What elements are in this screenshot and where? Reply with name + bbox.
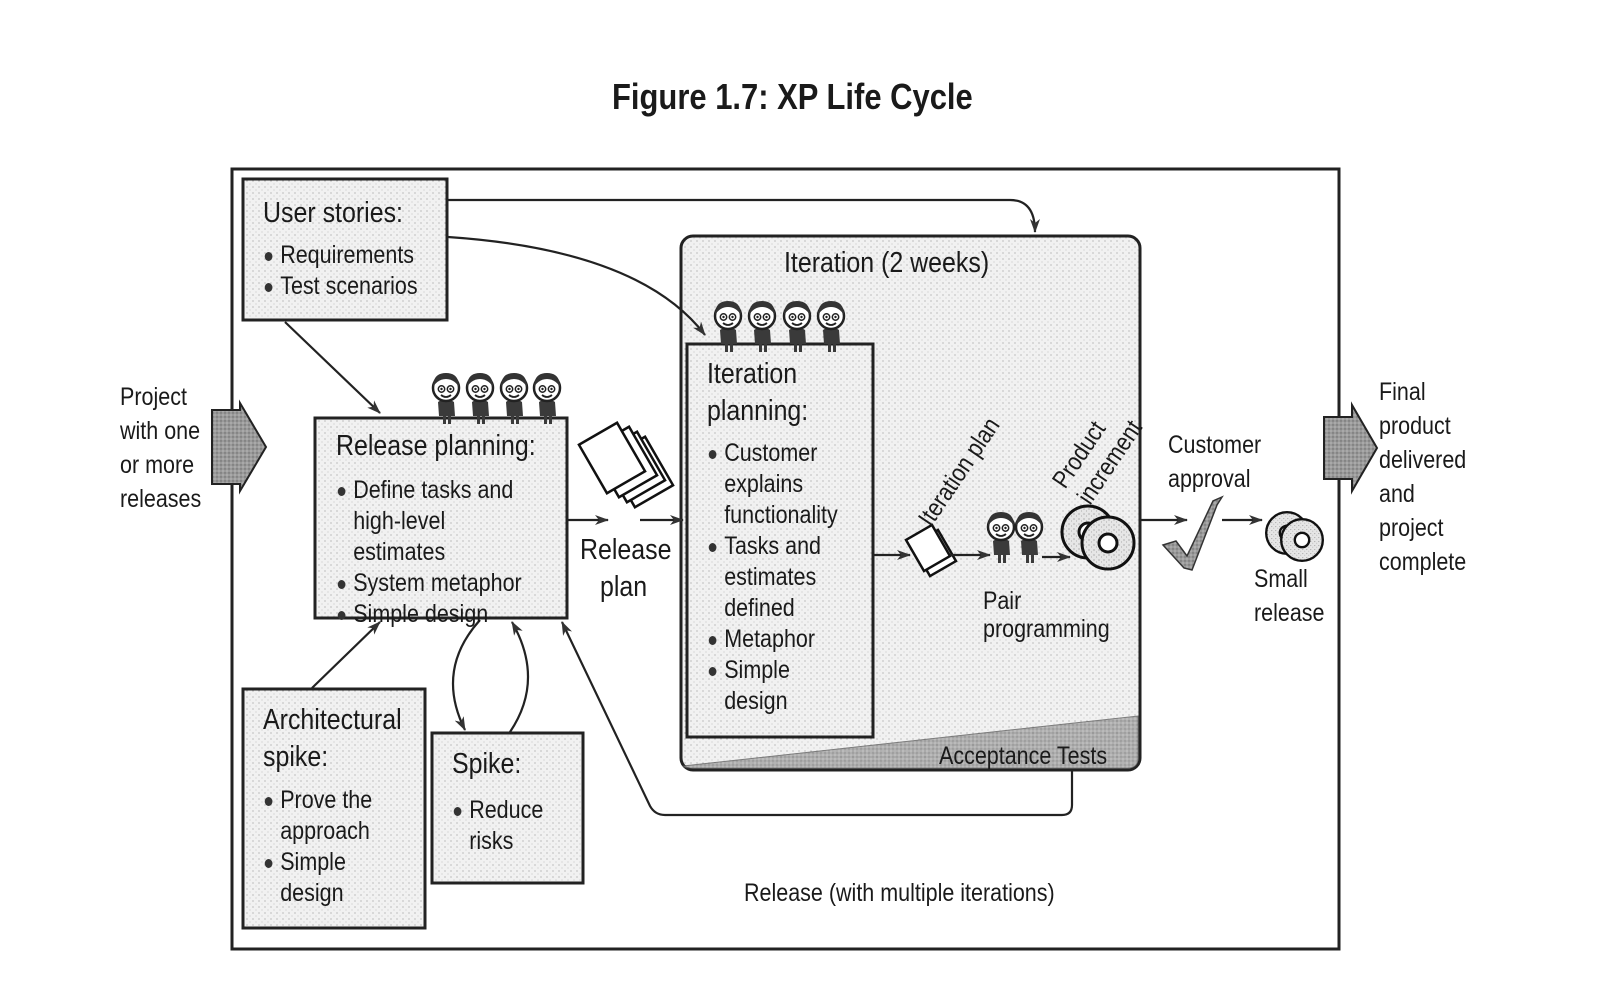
iteration-plan-documents-icon	[904, 523, 958, 578]
approval-checkmark-icon	[1161, 495, 1224, 571]
architectural-spike-heading-line2: spike:	[263, 741, 329, 773]
customer-approval-label-line1: Customer	[1168, 431, 1262, 459]
customer-approval-label-line2: approval	[1168, 465, 1251, 493]
release-planning-heading: Release planning:	[336, 430, 536, 462]
arrow-releaseplanning-to-spike	[451, 619, 481, 731]
small-release-label-line1: Small	[1254, 565, 1308, 593]
release-planning-box	[313, 416, 569, 620]
input-arrow-icon	[211, 399, 268, 495]
list-item: Requirements	[263, 240, 418, 271]
figure-title: Figure 1.7: XP Life Cycle	[612, 76, 973, 117]
list-item: Prove the approach	[263, 785, 383, 847]
pair-programming-label-line1: Pair	[983, 587, 1022, 615]
input-label: Project with one or more releases	[120, 383, 202, 513]
iteration-title: Iteration (2 weeks)	[784, 247, 990, 279]
list-item: Simple design	[336, 599, 542, 630]
list-item: Define tasks and high-level estimates	[336, 475, 542, 568]
list-item: Reduce risks	[452, 795, 547, 857]
iteration-planning-box	[685, 342, 875, 739]
output-label: Final product delivered and project comp…	[1379, 378, 1467, 576]
small-release-label-line2: release	[1254, 599, 1325, 627]
release-plan-label-line1: Release	[580, 534, 672, 566]
acceptance-tests-band	[682, 715, 1139, 769]
list-item: Test scenarios	[263, 271, 418, 302]
architectural-spike-box	[241, 687, 427, 930]
list-item: Customer explains functionality	[707, 438, 838, 531]
arrow-userstories-to-iteration	[448, 198, 1040, 233]
spike-heading: Spike:	[452, 748, 522, 780]
user-stories-list: Requirements Test scenarios	[263, 240, 418, 302]
iteration-planning-list: Customer explains functionality Tasks an…	[707, 438, 838, 717]
release-planning-list: Define tasks and high-level estimates Sy…	[336, 475, 542, 630]
arrow-userstories-to-releaseplanning	[284, 321, 381, 414]
spike-list: Reduce risks	[452, 795, 547, 857]
pair-programming-label-line2: programming	[983, 615, 1110, 643]
arrow-userstories-to-iterationplanning	[447, 235, 706, 336]
architectural-spike-heading-line1: Architectural	[263, 704, 402, 736]
output-arrow-icon	[1323, 401, 1379, 495]
list-item: Simple design	[707, 655, 836, 717]
list-item: Tasks and estimates defined	[707, 531, 836, 624]
list-item: System metaphor	[336, 568, 542, 599]
user-stories-box	[241, 177, 449, 322]
arrow-archspike-to-releaseplanning	[311, 621, 381, 689]
architectural-spike-list: Prove the approach Simple design	[263, 785, 383, 909]
release-plan-label-line2: plan	[600, 571, 648, 603]
release-container-label: Release (with multiple iterations)	[744, 879, 1055, 907]
user-stories-heading: User stories:	[263, 197, 403, 229]
list-item: Metaphor	[707, 624, 836, 655]
list-item: Simple design	[263, 847, 383, 909]
iteration-planning-heading-line2: planning:	[707, 395, 809, 427]
iteration-planning-heading-line1: Iteration	[707, 358, 798, 390]
acceptance-tests-label: Acceptance Tests	[939, 742, 1108, 770]
arrow-acceptance-feedback	[561, 621, 1074, 817]
arrow-spike-to-releaseplanning	[509, 621, 530, 733]
